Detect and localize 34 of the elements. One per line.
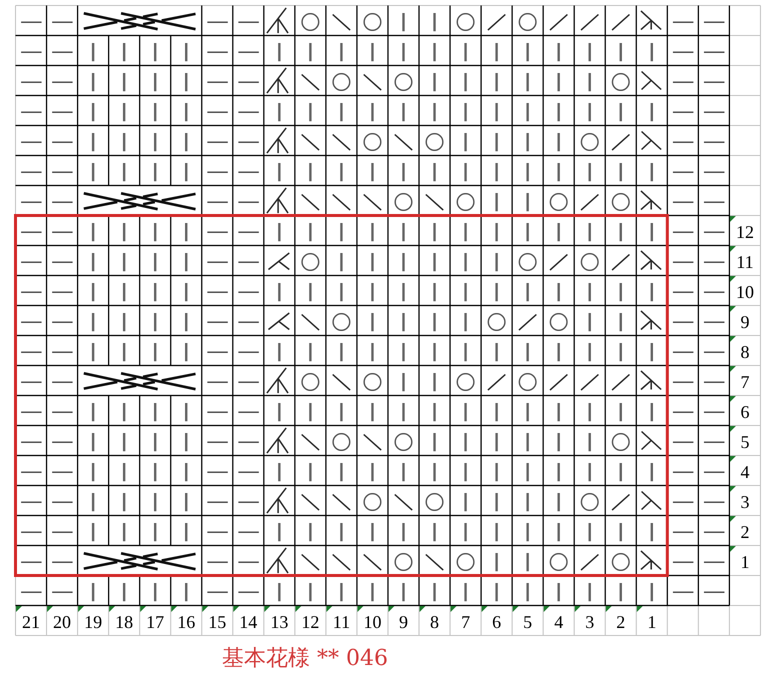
column-number: 11 xyxy=(332,612,350,630)
column-number: 4 xyxy=(554,612,564,630)
row-number: 7 xyxy=(740,372,750,390)
row-number: 4 xyxy=(740,462,750,480)
row-number: 8 xyxy=(740,342,750,360)
column-number: 12 xyxy=(301,612,320,630)
column-number: 20 xyxy=(53,612,72,630)
chart-caption: 基本花様 ** 046 xyxy=(222,648,388,670)
row-number: 6 xyxy=(740,402,750,420)
column-number: 15 xyxy=(208,612,226,630)
row-number: 3 xyxy=(740,492,750,510)
column-number: 16 xyxy=(177,612,196,630)
column-number: 5 xyxy=(523,612,532,630)
column-number: 18 xyxy=(115,612,134,630)
row-number: 12 xyxy=(736,222,754,240)
column-number: 19 xyxy=(84,612,102,630)
column-number: 6 xyxy=(492,612,502,630)
column-number: 14 xyxy=(239,612,258,630)
column-number: 1 xyxy=(647,612,656,630)
column-number: 2 xyxy=(616,612,626,630)
row-number: 1 xyxy=(740,552,750,570)
row-number: 5 xyxy=(740,432,750,450)
row-number: 10 xyxy=(736,282,754,300)
column-number: 10 xyxy=(363,612,382,630)
column-number: 7 xyxy=(461,612,470,630)
column-number: 21 xyxy=(22,612,40,630)
row-number: 2 xyxy=(740,522,750,540)
column-number: 17 xyxy=(146,612,164,630)
row-number: 11 xyxy=(736,252,754,270)
column-number: 13 xyxy=(270,612,288,630)
row-number: 9 xyxy=(740,312,750,330)
column-number: 8 xyxy=(430,612,440,630)
column-number: 3 xyxy=(585,612,594,630)
column-number: 9 xyxy=(399,612,408,630)
